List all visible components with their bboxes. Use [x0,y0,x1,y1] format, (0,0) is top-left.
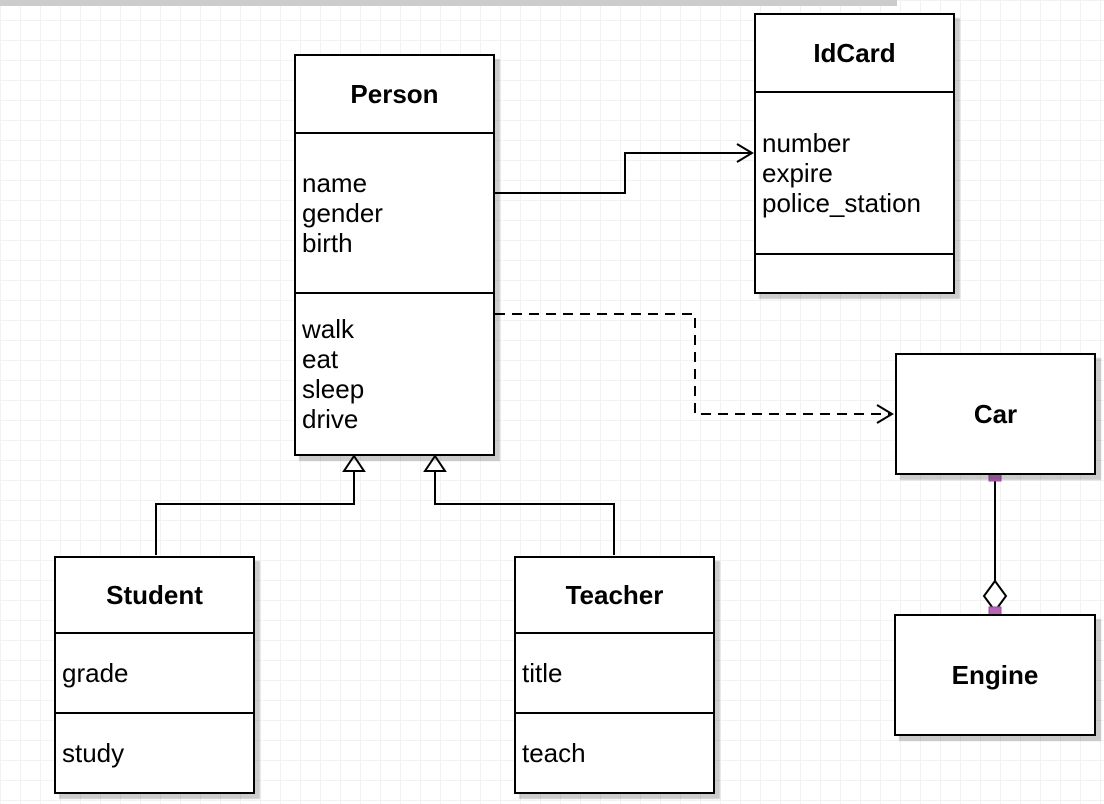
open-arrowhead-icon [877,405,892,423]
class-idcard[interactable]: IdCard number expire police_station [754,13,955,294]
class-title: Engine [896,616,1094,734]
bottom-edge-strip [0,0,897,6]
method: eat [302,344,339,374]
attributes-section: title [516,634,713,714]
generalization-triangle-icon [425,456,445,471]
class-title-label: Student [106,579,203,610]
edge-person-car[interactable] [495,314,892,423]
attribute: name [302,168,368,198]
attributes-section: number expire police_station [756,93,953,255]
class-title: Car [897,355,1094,473]
methods-section: teach [516,714,713,792]
attributes-section: grade [56,634,253,714]
edge-student-person[interactable] [156,456,364,555]
methods-section-empty [756,255,953,292]
class-title: Student [56,558,253,634]
method: study [62,738,125,768]
edge-car-engine[interactable] [984,469,1006,619]
attribute: police_station [762,188,921,218]
method: walk [302,314,355,344]
open-arrowhead-icon [737,144,752,162]
class-title-label: Teacher [565,579,664,610]
attribute: expire [762,158,833,188]
attributes-section: name gender birth [296,134,493,294]
method: drive [302,404,359,434]
attribute: birth [302,228,353,258]
generalization-triangle-icon [344,456,364,471]
attribute: grade [62,658,129,688]
method: teach [522,738,586,768]
class-title: Person [296,56,493,134]
class-title: IdCard [756,15,953,93]
aggregation-diamond-icon [984,581,1006,611]
class-teacher[interactable]: Teacher title teach [514,556,715,794]
methods-section: study [56,714,253,792]
attribute: gender [302,198,383,228]
class-title-label: IdCard [813,37,896,68]
class-title: Teacher [516,558,713,634]
attribute: title [522,658,563,688]
class-person[interactable]: Person name gender birth walk eat sleep … [294,54,495,456]
class-car[interactable]: Car [895,353,1096,475]
methods-section: walk eat sleep drive [296,294,493,454]
class-title-label: Person [350,78,439,109]
class-title-label: Car [973,398,1018,429]
class-engine[interactable]: Engine [894,614,1096,736]
method: sleep [302,374,365,404]
edge-person-idcard[interactable] [495,144,752,193]
edge-teacher-person[interactable] [425,456,614,555]
class-student[interactable]: Student grade study [54,556,255,794]
attribute: number [762,128,851,158]
class-title-label: Engine [951,659,1039,690]
